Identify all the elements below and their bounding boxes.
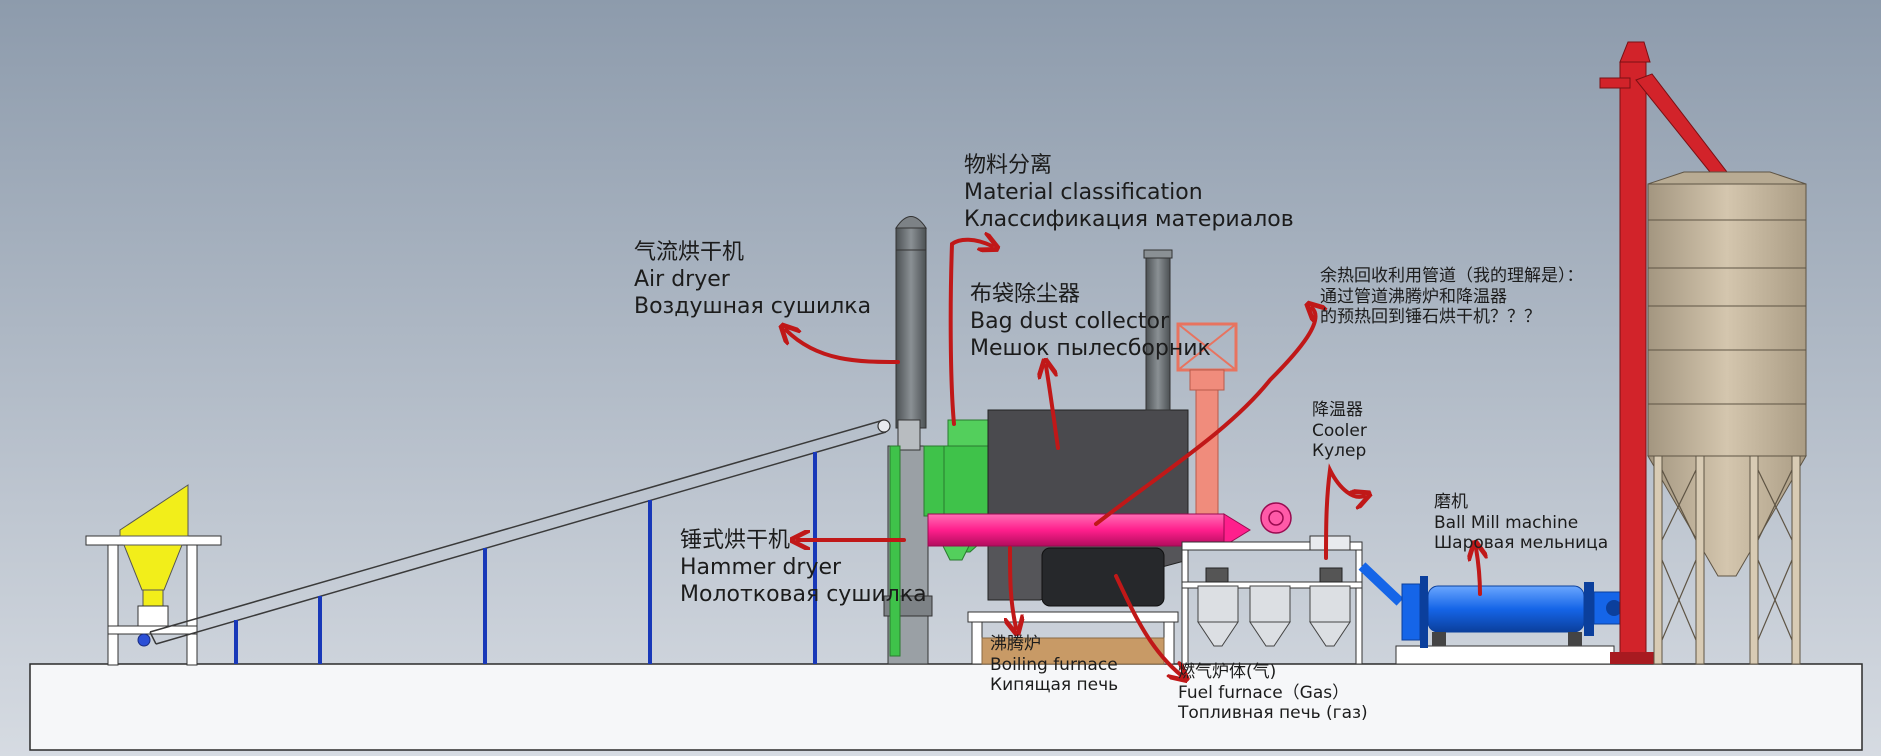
label-hammer-dryer: 锤式烘干机 Hammer dryer Молотковая сушилка <box>680 528 927 608</box>
label-heat-recovery-line3: 的预热回到锤石烘干机？？？ <box>1320 307 1541 328</box>
label-hammer-dryer-zh: 锤式烘干机 <box>680 528 791 553</box>
arrow-material-classification <box>948 240 992 426</box>
annotation-arrows <box>786 240 1480 676</box>
label-hammer-dryer-en: Hammer dryer <box>680 554 842 580</box>
label-material-classification-en: Material classification <box>964 179 1203 205</box>
label-fuel-furnace-ru: Топливная печь (газ) <box>1178 703 1368 724</box>
label-bag-dust-collector-zh: 布袋除尘器 <box>970 282 1081 307</box>
label-boiling-furnace: 沸腾炉 Boiling furnace Кипящая печь <box>990 634 1118 696</box>
label-heat-recovery-line1: 余热回收利用管道（我的理解是）： <box>1320 266 1584 286</box>
label-air-dryer-ru: Воздушная сушилка <box>634 293 872 319</box>
storage-silo <box>1647 171 1807 665</box>
hot-air-duct <box>927 502 1292 547</box>
bucket-elevator <box>1599 41 1731 664</box>
arrow-bag-dust-collector <box>1046 366 1060 450</box>
label-boiling-furnace-zh: 沸腾炉 <box>990 634 1041 654</box>
ball-mill <box>1358 562 1623 665</box>
label-ball-mill-en: Ball Mill machine <box>1434 512 1579 533</box>
label-cooler: 降温器 Cooler Кулер <box>1312 400 1367 462</box>
label-bag-dust-collector-en: Bag dust collector <box>970 308 1170 334</box>
label-fuel-furnace-zh: 燃气炉体(气) <box>1178 662 1277 682</box>
arrow-boiling-furnace <box>1010 546 1016 628</box>
label-bag-dust-collector-ru: Мешок пылесборник <box>970 335 1211 361</box>
label-ball-mill: 磨机 Ball Mill machine Шаровая мельница <box>1434 492 1608 554</box>
label-air-dryer-en: Air dryer <box>634 266 730 292</box>
label-fuel-furnace-en: Fuel furnace（Gas） <box>1178 682 1350 703</box>
bag-dust-collector-body <box>987 409 1189 607</box>
arrow-fuel-furnace <box>1114 574 1182 676</box>
label-air-dryer: 气流烘干机 Air dryer Воздушная сушилка <box>634 240 871 320</box>
label-heat-recovery: 余热回收利用管道（我的理解是）： 通过管道沸腾炉和降温器 的预热回到锤石烘干机？… <box>1320 266 1584 328</box>
air-dryer-stack <box>895 216 927 429</box>
label-air-dryer-zh: 气流烘干机 <box>634 240 745 265</box>
label-cooler-en: Cooler <box>1312 420 1367 441</box>
belt-conveyor <box>149 419 891 664</box>
label-boiling-furnace-ru: Кипящая печь <box>990 675 1119 696</box>
salmon-tower <box>1176 322 1238 541</box>
grey-stack <box>1143 249 1173 411</box>
label-boiling-furnace-en: Boiling furnace <box>990 654 1118 675</box>
arrow-air-dryer <box>786 330 900 364</box>
label-heat-recovery-line2: 通过管道沸腾炉和降温器 <box>1320 286 1507 307</box>
boiling-furnace-base <box>967 611 1179 665</box>
label-ball-mill-zh: 磨机 <box>1434 492 1468 512</box>
label-cooler-ru: Кулер <box>1312 441 1367 462</box>
label-material-classification-ru: Классификация материалов <box>964 206 1294 232</box>
label-bag-dust-collector: 布袋除尘器 Bag dust collector Мешок пылесборн… <box>970 282 1211 362</box>
arrow-heat-recovery <box>1094 308 1316 526</box>
label-material-classification: 物料分离 Material classification Классификац… <box>964 153 1294 233</box>
arrow-ball-mill <box>1476 548 1480 596</box>
ground-slab <box>29 663 1863 751</box>
label-material-classification-zh: 物料分离 <box>964 153 1053 178</box>
label-cooler-zh: 降温器 <box>1312 400 1363 420</box>
label-hammer-dryer-ru: Молотковая сушилка <box>680 581 927 607</box>
cooler-frame <box>1181 535 1363 665</box>
feed-hopper <box>85 484 222 666</box>
arrow-cooler <box>1324 463 1364 560</box>
label-fuel-furnace: 燃气炉体(气) Fuel furnace（Gas） Топливная печь… <box>1178 662 1368 724</box>
label-ball-mill-ru: Шаровая мельница <box>1434 533 1609 554</box>
